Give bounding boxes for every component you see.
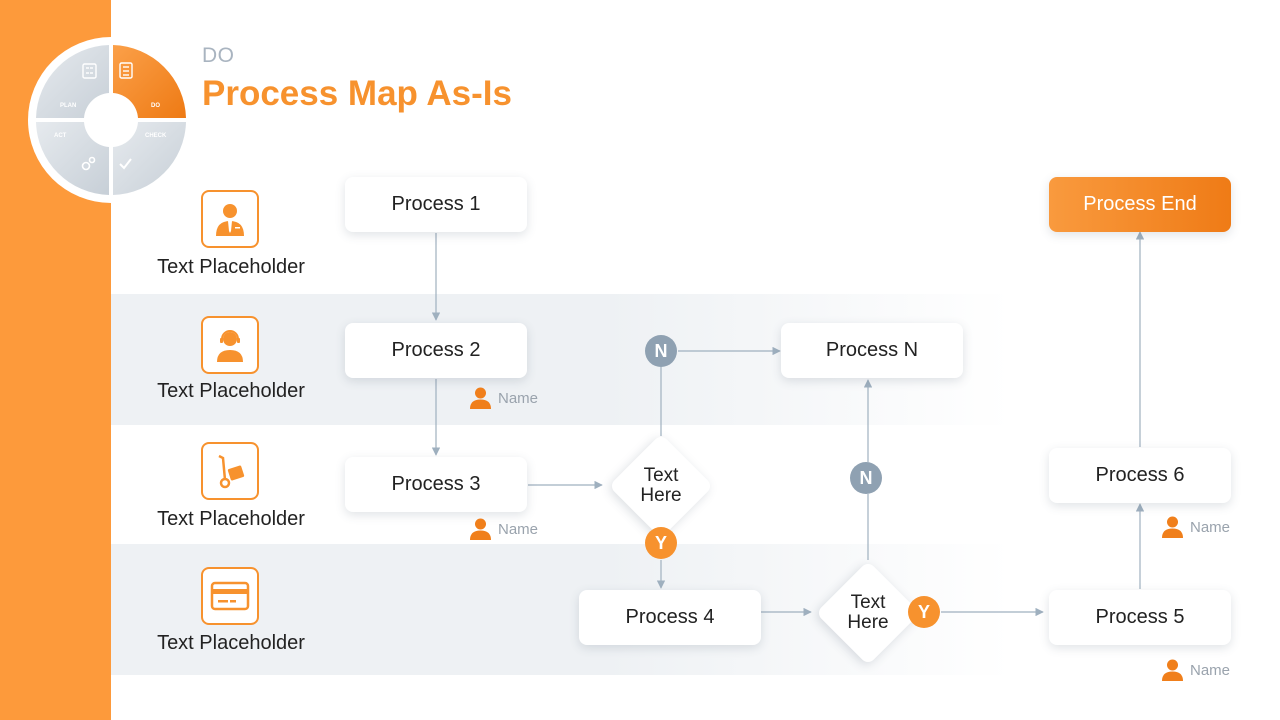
checkmark-icon [119,158,132,170]
process-4-box[interactable]: Process 4 [579,590,761,645]
yes-badge-1: Y [645,527,677,559]
lane-label-3: Text Placeholder [157,508,305,530]
calculator-icon [82,63,97,79]
section-label: DO [202,44,235,67]
process-5-box[interactable]: Process 5 [1049,590,1231,645]
owner-tag-process-5: Name [1162,658,1230,682]
person-icon [1162,516,1183,538]
yes-badge-2: Y [908,596,940,628]
process-3-box[interactable]: Process 3 [345,457,527,512]
lane-label-2: Text Placeholder [157,380,305,402]
cycle-segment-check [113,122,186,195]
cycle-label-act: ACT [54,133,67,139]
support-agent-icon [201,316,259,374]
process-1-box[interactable]: Process 1 [345,177,527,232]
owner-name: Name [498,389,539,407]
credit-card-icon [201,567,259,625]
checklist-icon [119,62,133,79]
owner-name: Name [1190,661,1231,679]
person-icon [1162,659,1183,681]
pdca-cycle-graphic: PLAN DO CHECK ACT [28,37,194,203]
lane-label-1: Text Placeholder [157,256,305,278]
gears-icon [81,156,96,171]
process-6-box[interactable]: Process 6 [1049,448,1231,503]
decision-1-line-1: Text [643,465,679,486]
person-icon [470,387,491,409]
no-badge-1: N [645,335,677,367]
hand-truck-icon [201,442,259,500]
decision-2-line-2: Here [847,612,889,633]
cycle-label-check: CHECK [145,133,167,139]
decision-1-line-2: Here [640,485,682,506]
process-n-box[interactable]: Process N [781,323,963,378]
person-icon [470,518,491,540]
cycle-segment-act [36,122,109,195]
owner-tag-process-2: Name [470,386,538,410]
process-end-box[interactable]: Process End [1049,177,1231,232]
cycle-label-plan: PLAN [60,103,76,109]
page-title: Process Map As-Is [202,74,512,113]
no-badge-2: N [850,462,882,494]
owner-tag-process-6: Name [1162,515,1230,539]
process-2-box[interactable]: Process 2 [345,323,527,378]
owner-tag-process-3: Name [470,517,538,541]
cycle-label-do: DO [151,103,160,109]
lane-label-4: Text Placeholder [157,632,305,654]
owner-name: Name [498,520,539,538]
owner-name: Name [1190,518,1231,536]
businessman-icon [201,190,259,248]
cycle-segment-plan [36,45,109,118]
decision-2-line-1: Text [850,592,886,613]
